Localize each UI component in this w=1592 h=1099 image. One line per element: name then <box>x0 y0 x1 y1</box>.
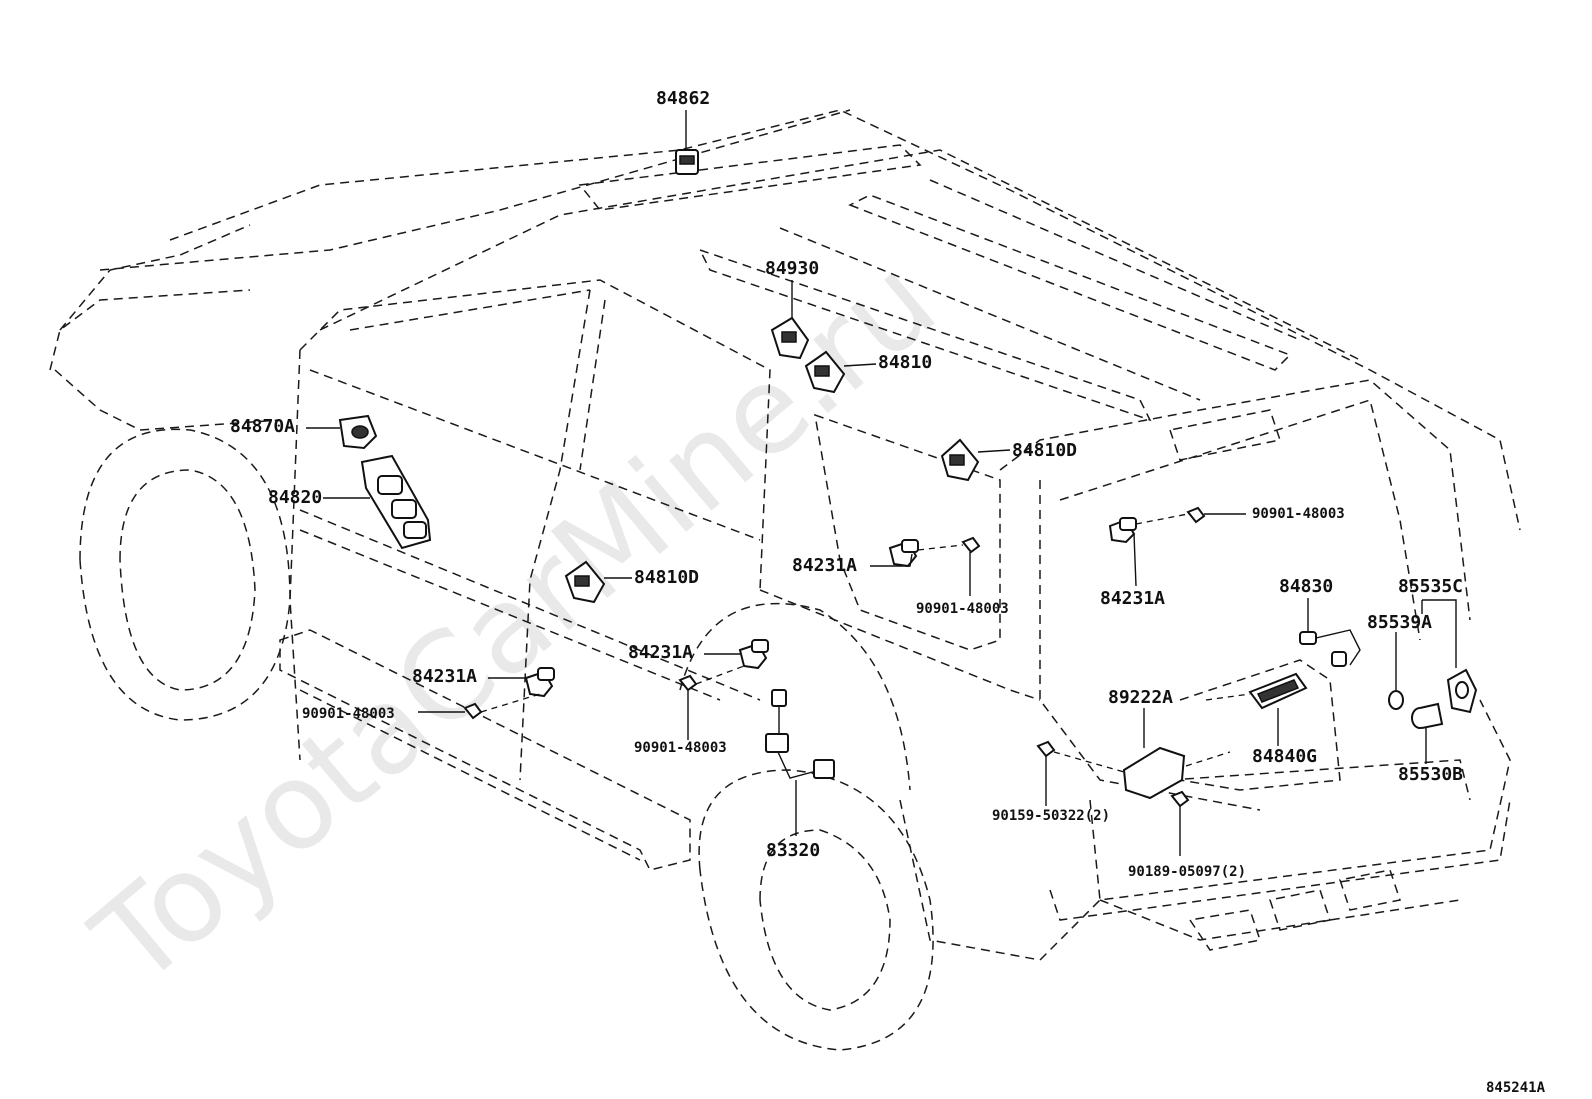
label-84810: 84810 <box>878 352 932 373</box>
label-85539A: 85539A <box>1367 612 1432 633</box>
part-84810D-door-shape <box>564 560 606 604</box>
leader-lines <box>306 110 1457 856</box>
part-84810D-roof-shape <box>940 438 980 482</box>
label-90901-mid: 90901-48003 <box>916 601 1009 617</box>
label-89222A: 89222A <box>1108 687 1173 708</box>
part-89222A-shape <box>1122 746 1186 800</box>
label-90901-lower: 90901-48003 <box>634 740 727 756</box>
figure-code: 845241A <box>1486 1080 1546 1096</box>
part-85539A-shape <box>1388 690 1404 710</box>
part-84870A-shape <box>338 414 378 450</box>
part-labels: 84862 84930 84810 84810D 84870A 84820 84… <box>230 88 1546 1096</box>
label-83320: 83320 <box>766 840 820 861</box>
part-84830-shape <box>1299 629 1361 667</box>
label-84231A-left: 84231A <box>412 666 477 687</box>
label-84840G: 84840G <box>1252 746 1317 767</box>
part-85530B-shape <box>1411 702 1444 729</box>
part-bolts-shapes <box>463 506 1206 808</box>
label-85530B: 85530B <box>1398 764 1463 785</box>
part-85535C-shape <box>1446 668 1478 714</box>
label-84862: 84862 <box>656 88 710 109</box>
label-85535C: 85535C <box>1398 576 1463 597</box>
watermark: ToyotaCarMine.ru <box>69 232 962 1013</box>
label-90901-top-right: 90901-48003 <box>1252 506 1345 522</box>
label-84810D-door: 84810D <box>634 567 699 588</box>
part-84231A-shapes <box>524 517 1137 698</box>
part-84930-shape <box>770 316 810 360</box>
part-84810-shape <box>804 350 846 394</box>
label-90159: 90159-50322(2) <box>992 808 1110 824</box>
label-84231A-lower: 84231A <box>628 642 693 663</box>
part-84862-shape <box>675 149 699 175</box>
label-84231A-mid: 84231A <box>792 555 857 576</box>
part-83320-shape <box>765 689 835 779</box>
label-84231A-right: 84231A <box>1100 588 1165 609</box>
label-90901-left: 90901-48003 <box>302 706 395 722</box>
label-84810D-roof: 84810D <box>1012 440 1077 461</box>
label-84930: 84930 <box>765 258 819 279</box>
vehicle-outline <box>49 109 1521 1051</box>
label-84870A: 84870A <box>230 416 295 437</box>
part-84820-shape <box>360 454 432 550</box>
part-84840G-shape <box>1248 672 1308 710</box>
label-84830: 84830 <box>1279 576 1333 597</box>
label-90189: 90189-05097(2) <box>1128 864 1246 880</box>
label-84820: 84820 <box>268 487 322 508</box>
